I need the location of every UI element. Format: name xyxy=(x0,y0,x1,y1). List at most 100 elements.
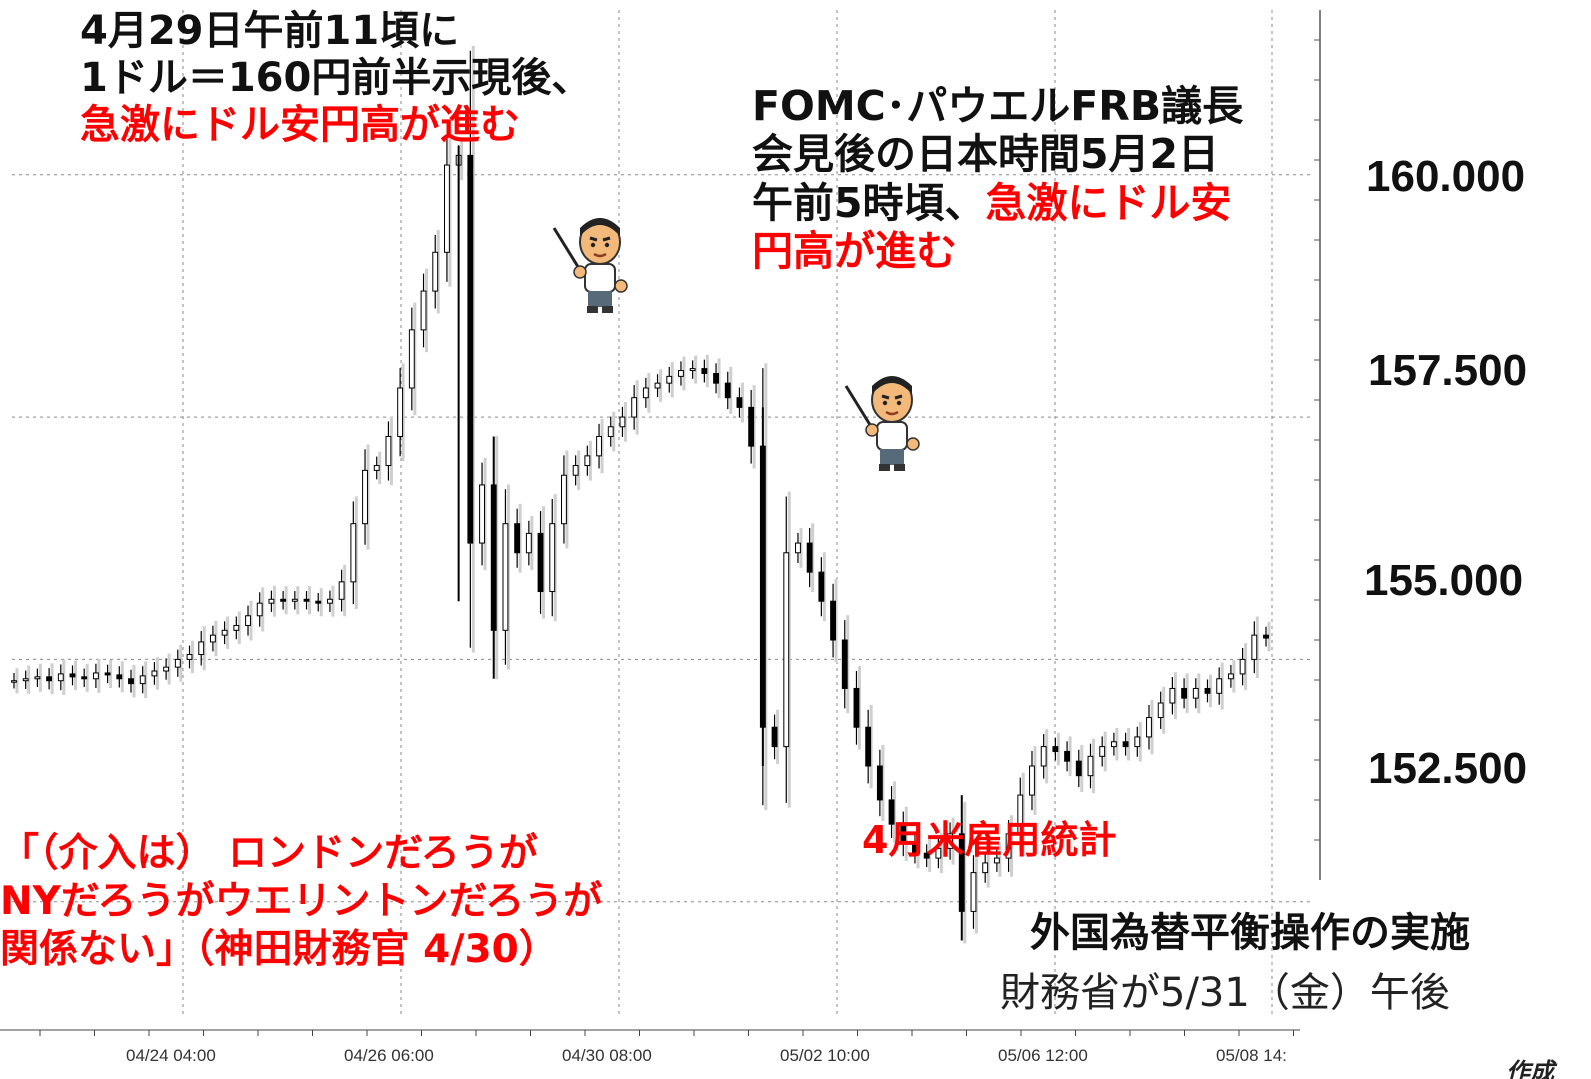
chart-candle xyxy=(22,678,29,682)
x-tick-label: 05/06 12:00 xyxy=(998,1046,1088,1065)
chart-candle xyxy=(748,406,755,447)
chart-candle xyxy=(174,658,181,668)
chart-candle xyxy=(467,154,474,544)
chart-candle xyxy=(104,672,111,676)
intervention-title: 外国為替平衡操作の実施 xyxy=(1030,910,1470,956)
chart-candle xyxy=(1146,717,1152,738)
chart-candle xyxy=(326,598,333,604)
annotation-line: 午前5時頃、 xyxy=(752,178,986,227)
annotation-line: 1ドル＝160円前半示現後、 xyxy=(80,55,592,102)
chart-candle xyxy=(1064,750,1071,762)
annotation-line-red: 急激にドル安 xyxy=(985,178,1232,227)
chart-candle xyxy=(549,523,556,593)
chart-candle xyxy=(912,843,918,854)
chart-candle xyxy=(1157,702,1164,719)
chart-candle xyxy=(280,598,287,602)
x-tick-label: 04/26 06:00 xyxy=(344,1046,434,1065)
chart-candle xyxy=(163,666,170,672)
chart-candle xyxy=(128,678,134,685)
annotation-line: FOMC･パウエルFRB議長 xyxy=(752,82,1244,130)
chart-candle xyxy=(806,542,813,573)
chart-candle xyxy=(256,602,263,617)
chart-candle xyxy=(631,397,638,418)
chart-candle xyxy=(537,532,544,593)
chart-candle xyxy=(315,600,322,604)
chart-candle xyxy=(818,571,825,602)
chart-candle xyxy=(209,634,216,643)
annotation-kanda-quote: 「（介入は） ロンドンだろうが NYだろうがウエリントンだろうが 関係ない」（神… xyxy=(0,830,602,974)
chart-candle xyxy=(1134,736,1141,748)
chart-candle xyxy=(198,641,205,656)
chart-candle xyxy=(420,290,427,331)
annotation-line: 4月29日午前11頃に xyxy=(80,8,460,54)
y-tick-label-160: 160.000 xyxy=(1366,152,1526,201)
chart-candle xyxy=(479,484,485,544)
chart-candle xyxy=(373,465,380,471)
chart-candle xyxy=(572,465,579,476)
chart-candle xyxy=(397,387,404,437)
chart-candle xyxy=(1251,634,1258,660)
chart-candle xyxy=(514,523,521,554)
chart-candle xyxy=(1040,746,1047,767)
chart-candle xyxy=(1005,833,1012,859)
chart-candle xyxy=(795,542,801,554)
chart-candle xyxy=(303,598,310,602)
chart-candle xyxy=(1052,746,1059,752)
chart-candle xyxy=(186,654,193,660)
chart-candle xyxy=(502,523,509,631)
chart-candle xyxy=(92,672,99,680)
chart-candle xyxy=(1227,673,1234,680)
chart-candle xyxy=(783,552,790,748)
chart-candle xyxy=(982,862,989,874)
chart-candle xyxy=(970,872,977,912)
intervention-subtitle: 財務省が5/31（金）午後 xyxy=(1000,970,1450,1016)
annotation-jobs-report: 4月米雇用統計 xyxy=(862,818,1117,862)
chart-candle xyxy=(701,368,708,374)
chart-candle xyxy=(678,370,684,377)
chart-candle xyxy=(876,765,883,801)
x-tick-label: 04/30 08:00 xyxy=(562,1046,652,1065)
annotation-line-red: 「（介入は） ロンドンだろうが xyxy=(0,831,538,876)
chart-candle xyxy=(561,474,567,525)
chart-candle xyxy=(993,857,1000,864)
chart-candle xyxy=(408,329,415,389)
chart-candle xyxy=(841,639,848,689)
chart-candle xyxy=(1122,741,1129,748)
chart-candle xyxy=(116,674,123,680)
chart-candle xyxy=(830,600,836,641)
chart-candle xyxy=(151,670,158,677)
x-tick-label: 04/24 04:00 xyxy=(126,1046,216,1065)
chart-candle xyxy=(525,532,532,554)
chart-candle xyxy=(666,375,673,384)
chart-candle xyxy=(736,397,743,408)
chart-candle xyxy=(139,675,146,685)
chart-candle xyxy=(1181,687,1188,699)
chart-candle xyxy=(654,382,661,389)
chart-candle xyxy=(385,435,392,467)
annotation-line-red: 関係ない」（神田財務官 4/30） xyxy=(0,926,558,972)
chart-candle xyxy=(291,598,298,602)
annotation-line: 会見後の日本時間5月2日 xyxy=(752,130,1220,179)
y-tick-label-157-5: 157.500 xyxy=(1368,346,1528,395)
chart-candle xyxy=(923,852,930,859)
chart-candle xyxy=(268,598,275,604)
chart-candle xyxy=(34,676,41,680)
teacher-pointer-icon xyxy=(844,376,920,471)
annotation-line-red: NYだろうがウエリントンだろうが xyxy=(0,878,603,924)
chart-candle xyxy=(900,823,907,845)
chart-candle xyxy=(11,680,17,683)
x-tick-label: 05/02 10:00 xyxy=(780,1046,870,1065)
chart-candle xyxy=(689,368,696,372)
chart-candle xyxy=(584,455,591,467)
annotation-top-left: 4月29日午前11頃に 1ドル＝160円前半示現後、 急激にドル安円高が進む xyxy=(80,8,591,150)
chart-candle xyxy=(853,687,860,728)
y-tick-label-152-5: 152.500 xyxy=(1368,744,1528,793)
chart-candle xyxy=(350,523,357,583)
chart-candle xyxy=(1087,755,1094,777)
chart-candle xyxy=(724,382,731,399)
chart-candle xyxy=(81,676,88,680)
chart-candle xyxy=(771,726,778,748)
chart-candle xyxy=(619,416,626,428)
